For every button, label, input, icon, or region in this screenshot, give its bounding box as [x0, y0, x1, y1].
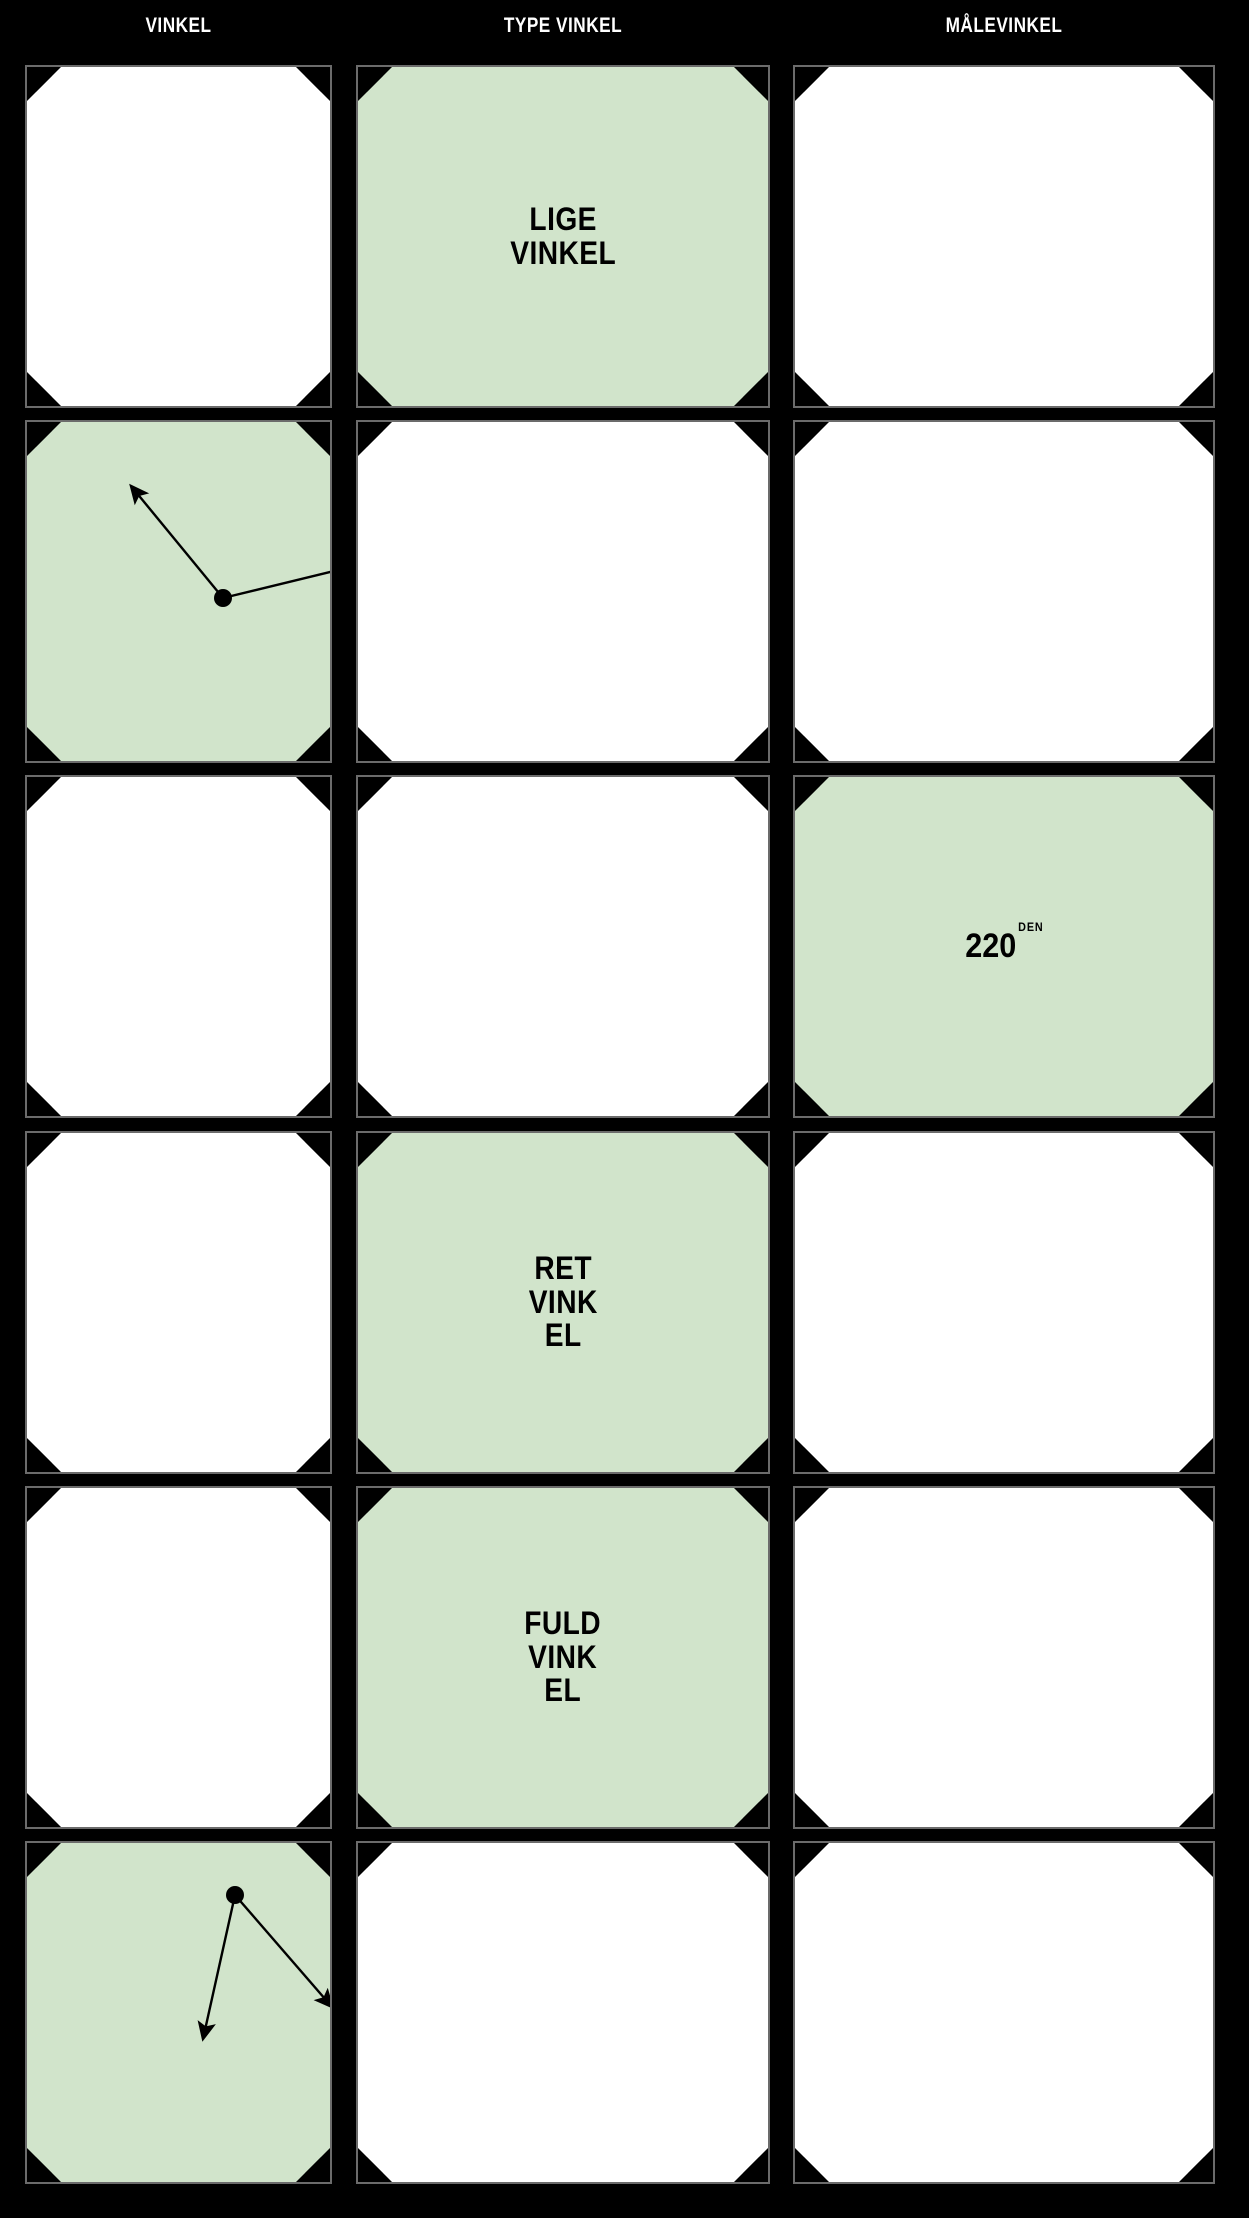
corner-arrow-bottom-left — [27, 1073, 70, 1116]
corner-arrow-bottom-right — [1170, 1073, 1213, 1116]
corner-arrow-top-left — [795, 422, 838, 465]
corner-arrow-bottom-right — [725, 1429, 768, 1472]
card-r6-c1[interactable] — [27, 1843, 330, 2182]
corner-arrow-bottom-left — [27, 1784, 70, 1827]
corner-arrow-top-right — [1170, 67, 1213, 110]
corner-arrow-bottom-left — [27, 363, 70, 406]
corner-arrow-bottom-left — [358, 363, 401, 406]
corner-arrow-bottom-right — [287, 1784, 330, 1827]
corner-arrow-top-right — [287, 67, 330, 110]
corner-arrow-bottom-left — [795, 2139, 838, 2182]
corner-arrow-top-left — [27, 67, 70, 110]
corner-arrow-bottom-left — [358, 718, 401, 761]
corner-arrow-bottom-right — [725, 1784, 768, 1827]
corner-arrow-top-left — [358, 422, 401, 465]
column-header-vinkel: VINKEL — [145, 14, 212, 37]
corner-arrow-top-left — [795, 777, 838, 820]
corner-arrow-bottom-left — [358, 2139, 401, 2182]
corner-arrow-bottom-left — [358, 1784, 401, 1827]
corner-arrow-top-right — [725, 422, 768, 465]
measure-value: 220 — [965, 927, 1017, 965]
corner-arrow-bottom-right — [725, 2139, 768, 2182]
corner-arrow-top-right — [1170, 777, 1213, 820]
corner-arrow-bottom-right — [1170, 2139, 1213, 2182]
card-r1-c1[interactable] — [27, 67, 330, 406]
column-header-malevinkel: MÅLEVINKEL — [945, 14, 1063, 37]
corner-arrow-top-right — [1170, 1133, 1213, 1176]
card-r4-c3[interactable] — [795, 1133, 1213, 1472]
corner-arrow-bottom-left — [27, 1429, 70, 1472]
corner-arrow-top-left — [795, 1843, 838, 1886]
corner-arrow-bottom-left — [358, 1073, 401, 1116]
card-measure: 220DEN — [966, 927, 1043, 966]
corner-arrow-bottom-left — [795, 718, 838, 761]
corner-arrow-bottom-left — [795, 363, 838, 406]
corner-arrow-top-right — [1170, 1488, 1213, 1531]
card-r5-c1[interactable] — [27, 1488, 330, 1827]
corner-arrow-top-left — [358, 1133, 401, 1176]
card-r3-c3[interactable]: 220DEN — [795, 777, 1213, 1116]
corner-arrow-top-left — [27, 777, 70, 820]
corner-arrow-bottom-right — [1170, 363, 1213, 406]
corner-arrow-top-left — [795, 1488, 838, 1531]
corner-arrow-top-right — [725, 777, 768, 820]
corner-arrow-top-left — [358, 1843, 401, 1886]
corner-arrow-bottom-left — [795, 1429, 838, 1472]
corner-arrow-bottom-left — [795, 1073, 838, 1116]
corner-arrow-top-right — [1170, 1843, 1213, 1886]
corner-arrow-bottom-right — [725, 363, 768, 406]
corner-arrow-bottom-right — [725, 1073, 768, 1116]
corner-arrow-top-left — [27, 1133, 70, 1176]
corner-arrow-bottom-right — [725, 718, 768, 761]
measure-unit: DEN — [1018, 919, 1045, 934]
card-r4-c1[interactable] — [27, 1133, 330, 1472]
corner-arrow-top-right — [1170, 422, 1213, 465]
corner-arrow-top-left — [358, 777, 401, 820]
corner-arrow-bottom-left — [358, 1429, 401, 1472]
corner-arrow-bottom-right — [1170, 718, 1213, 761]
card-r2-c3[interactable] — [795, 422, 1213, 761]
angle-diagram — [27, 422, 330, 761]
corner-arrow-top-right — [725, 1488, 768, 1531]
corner-arrow-top-right — [287, 1488, 330, 1531]
corner-arrow-top-left — [795, 67, 838, 110]
card-r3-c1[interactable] — [27, 777, 330, 1116]
corner-arrow-top-right — [287, 777, 330, 820]
corner-arrow-top-right — [725, 67, 768, 110]
corner-arrow-bottom-right — [287, 1073, 330, 1116]
corner-arrow-top-left — [27, 1488, 70, 1531]
column-headers: VINKEL TYPE VINKEL MÅLEVINKEL — [0, 0, 1249, 58]
card-r5-c3[interactable] — [795, 1488, 1213, 1827]
column-header-type-vinkel: TYPE VINKEL — [503, 14, 623, 37]
corner-arrow-bottom-right — [1170, 1429, 1213, 1472]
corner-arrow-bottom-right — [287, 363, 330, 406]
corner-arrow-top-left — [358, 67, 401, 110]
card-r6-c2[interactable] — [358, 1843, 768, 2182]
corner-arrow-bottom-right — [1170, 1784, 1213, 1827]
corner-arrow-top-right — [725, 1843, 768, 1886]
card-r2-c1[interactable] — [27, 422, 330, 761]
card-r3-c2[interactable] — [358, 777, 768, 1116]
corner-arrow-bottom-left — [795, 1784, 838, 1827]
card-r1-c3[interactable] — [795, 67, 1213, 406]
corner-arrow-top-left — [795, 1133, 838, 1176]
card-r6-c3[interactable] — [795, 1843, 1213, 2182]
corner-arrow-top-right — [725, 1133, 768, 1176]
corner-arrow-top-left — [358, 1488, 401, 1531]
corner-arrow-top-right — [287, 1133, 330, 1176]
angle-diagram — [27, 1843, 330, 2182]
corner-arrow-bottom-right — [287, 1429, 330, 1472]
card-r2-c2[interactable] — [358, 422, 768, 761]
